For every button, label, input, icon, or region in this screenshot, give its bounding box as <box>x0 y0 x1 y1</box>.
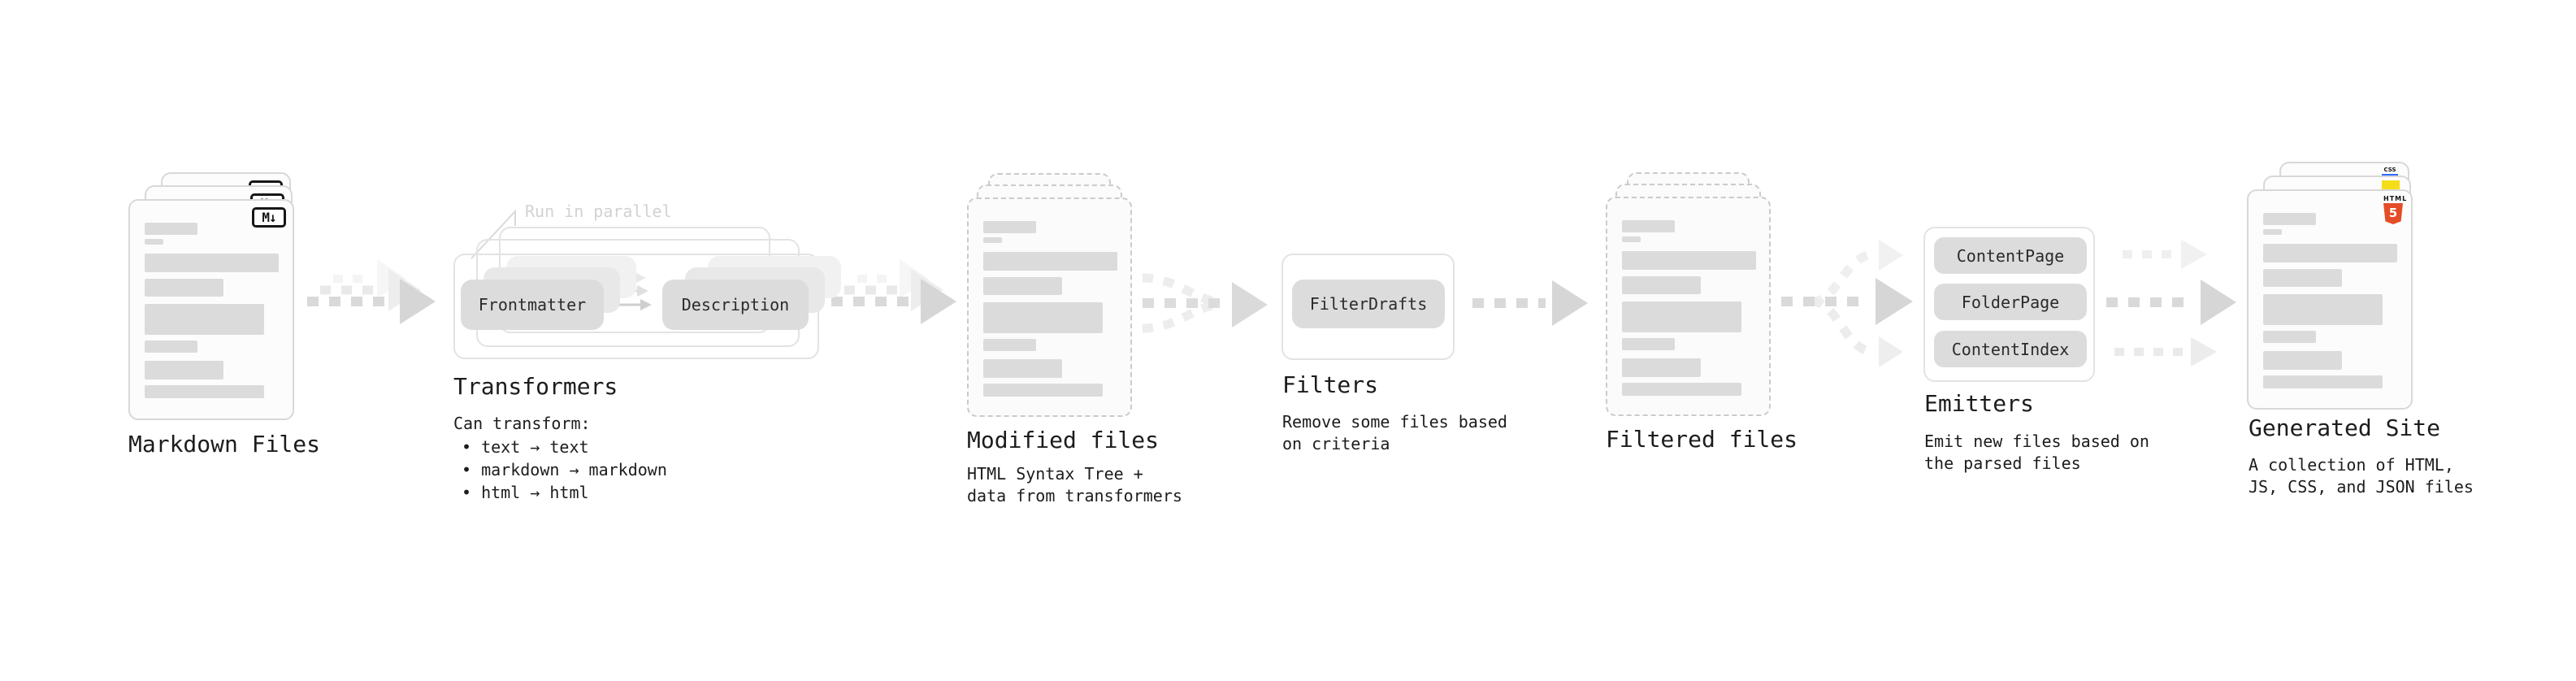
file-content-placeholder <box>1622 220 1756 396</box>
folderpage-pill: FolderPage <box>1934 284 2087 320</box>
file-content-placeholder <box>2263 213 2397 388</box>
contentindex-pill: ContentIndex <box>1934 331 2087 367</box>
transformers-subtitle: Can transform: <box>453 414 591 433</box>
modified-files-subtitle: HTML Syntax Tree + data from transformer… <box>967 464 1182 505</box>
modified-file-card-front <box>967 197 1132 417</box>
arrow-modified-to-filters <box>1142 273 1268 333</box>
filtered-file-card-front <box>1606 197 1771 416</box>
modified-files-title: Modified files <box>967 427 1160 453</box>
transformers-title: Transformers <box>453 373 618 400</box>
generated-site-title: Generated Site <box>2249 414 2441 441</box>
html5-icon: HTML 5 <box>2383 195 2408 224</box>
html5-icon-label: HTML <box>2383 195 2408 202</box>
filters-title: Filters <box>1282 371 1379 398</box>
generated-file-card-html: HTML 5 <box>2247 189 2413 410</box>
bullet-item: • text → text <box>462 437 589 457</box>
css-icon: CSS <box>2380 167 2400 176</box>
bullet-item: • html → html <box>462 483 589 502</box>
emitters-subtitle: Emit new files based on the parsed files <box>1924 432 2149 473</box>
arrow-filters-to-filtered <box>1472 280 1588 326</box>
file-content-placeholder <box>983 221 1117 397</box>
bullet-item: • markdown → markdown <box>462 460 667 479</box>
transformers-bullet-list: • text → text • markdown → markdown • ht… <box>462 436 667 504</box>
markdown-file-card-front: M↓ <box>128 199 294 420</box>
html5-icon-shield: 5 <box>2383 203 2403 224</box>
run-in-parallel-note: Run in parallel <box>525 202 672 221</box>
description-pill: Description <box>662 280 809 330</box>
markdown-icon: M↓ <box>252 207 286 228</box>
generated-site-subtitle: A collection of HTML, JS, CSS, and JSON … <box>2249 455 2474 497</box>
arrow-markdown-to-transformers <box>307 259 436 324</box>
frontmatter-pill: Frontmatter <box>461 280 604 330</box>
filters-subtitle: Remove some files based on criteria <box>1282 412 1507 453</box>
contentpage-pill: ContentPage <box>1934 237 2087 274</box>
markdown-files-title: Markdown Files <box>128 431 321 458</box>
arrow-transformers-to-modified <box>831 259 956 324</box>
filtered-files-title: Filtered files <box>1606 426 1798 453</box>
emitters-title: Emitters <box>1924 390 2034 417</box>
arrow-filtered-to-emitters <box>1781 240 1913 367</box>
css-icon-underline <box>2382 174 2398 176</box>
file-content-placeholder <box>145 223 279 398</box>
css-icon-label: CSS <box>2383 167 2396 173</box>
arrow-emitters-to-generated <box>2106 240 2236 367</box>
filterdrafts-pill: FilterDrafts <box>1292 280 1445 328</box>
